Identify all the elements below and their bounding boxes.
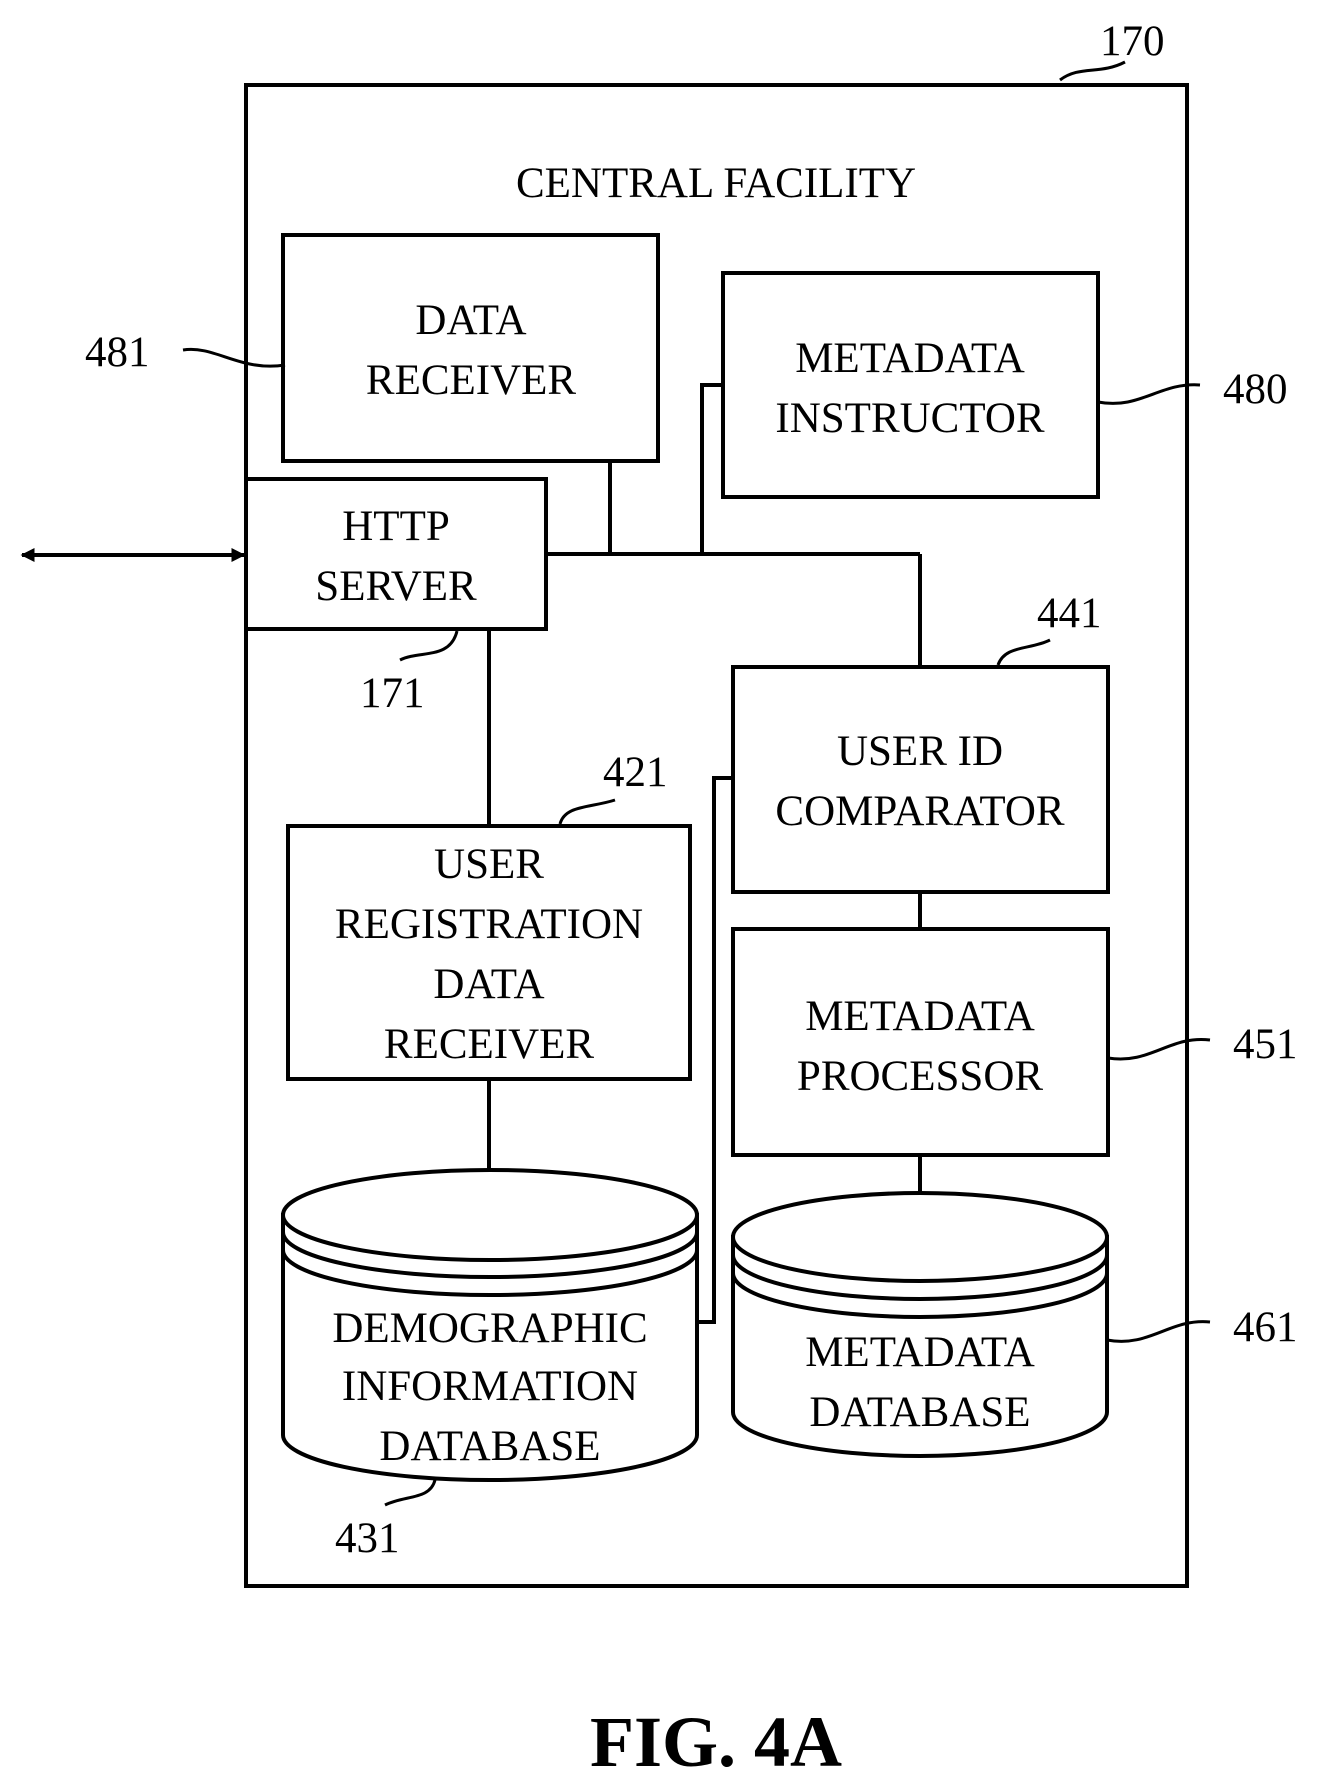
ref-label-481: 481 bbox=[85, 329, 150, 376]
user-registration-label-line3: DATA bbox=[433, 961, 544, 1008]
user-id-comparator-block bbox=[733, 667, 1108, 892]
http-server-label-line1: HTTP bbox=[342, 503, 450, 550]
central-facility-title: CENTRAL FACILITY bbox=[516, 160, 916, 207]
metadata-instructor-label-line1: METADATA bbox=[795, 335, 1025, 382]
line-demographic-db-to-comparator bbox=[697, 778, 733, 1322]
data-receiver-block bbox=[283, 235, 658, 461]
data-receiver-label-line1: DATA bbox=[415, 297, 526, 344]
ref-leader-421 bbox=[560, 800, 615, 824]
ref-leader-481 bbox=[183, 349, 285, 366]
metadata-processor-label-line1: METADATA bbox=[805, 993, 1035, 1040]
ref-label-461: 461 bbox=[1233, 1304, 1298, 1351]
user-registration-label-line4: RECEIVER bbox=[384, 1021, 595, 1068]
ref-leader-441 bbox=[998, 640, 1050, 665]
user-id-comparator-label-line1: USER ID bbox=[837, 728, 1003, 775]
ref-leader-451 bbox=[1108, 1039, 1210, 1059]
http-server-label-line2: SERVER bbox=[315, 563, 477, 610]
metadata-instructor-label-line2: INSTRUCTOR bbox=[775, 395, 1045, 442]
ref-label-170: 170 bbox=[1100, 18, 1165, 65]
demographic-db-label-line2: INFORMATION bbox=[342, 1363, 638, 1410]
user-id-comparator-label-line2: COMPARATOR bbox=[775, 788, 1064, 835]
metadata-instructor-block bbox=[723, 273, 1098, 497]
user-registration-label-line1: USER bbox=[434, 841, 544, 888]
ref-label-421: 421 bbox=[603, 749, 668, 796]
demographic-db-label-line3: DATABASE bbox=[379, 1423, 600, 1470]
metadata-processor-label-line2: PROCESSOR bbox=[797, 1053, 1043, 1100]
data-receiver-label-line2: RECEIVER bbox=[366, 357, 577, 404]
metadata-db-label-line2: DATABASE bbox=[809, 1389, 1030, 1436]
user-registration-label-line2: REGISTRATION bbox=[335, 901, 643, 948]
ref-label-451: 451 bbox=[1233, 1021, 1298, 1068]
line-bus-to-instructor bbox=[702, 385, 723, 554]
metadata-processor-block bbox=[733, 929, 1108, 1155]
ref-leader-431 bbox=[385, 1480, 435, 1505]
ref-label-431: 431 bbox=[335, 1515, 400, 1562]
ref-label-480: 480 bbox=[1223, 366, 1288, 413]
demographic-db-label-line1: DEMOGRAPHIC bbox=[332, 1305, 647, 1352]
ref-leader-480 bbox=[1098, 385, 1200, 404]
ref-label-171: 171 bbox=[360, 670, 425, 717]
ref-leader-461 bbox=[1107, 1322, 1210, 1342]
metadata-db-label-line1: METADATA bbox=[805, 1329, 1035, 1376]
ref-label-441: 441 bbox=[1037, 590, 1102, 637]
figure-label: FIG. 4A bbox=[590, 1702, 842, 1782]
ref-leader-171 bbox=[400, 631, 457, 660]
